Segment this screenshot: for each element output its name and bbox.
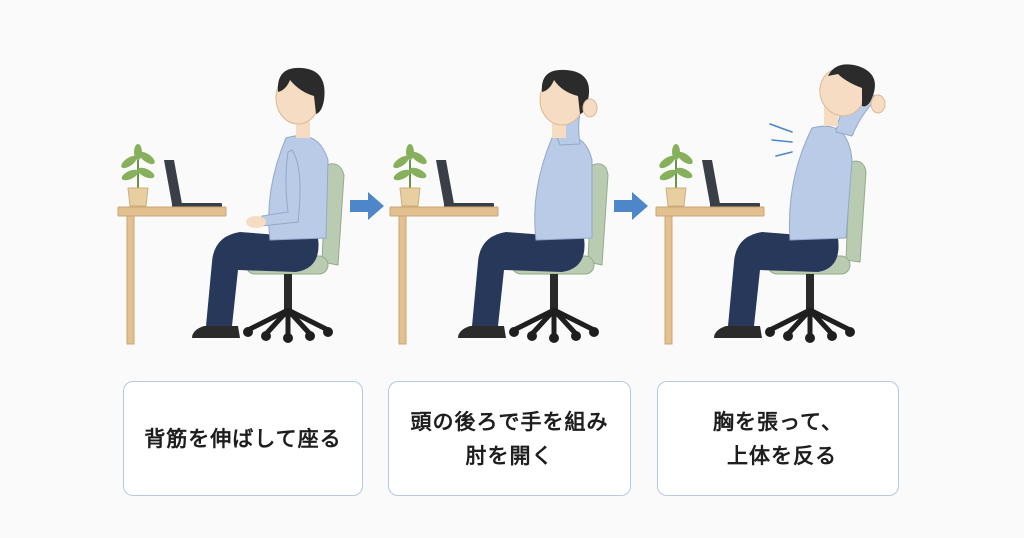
step-3-caption-line: 胸を張って、 (713, 409, 843, 434)
step-1-caption-line: 背筋を伸ばして座る (144, 426, 342, 451)
step-2-caption-line: 肘を開く (465, 443, 554, 468)
step-3-caption: 胸を張って、 上体を反る (657, 381, 899, 496)
arrow-right-icon (350, 192, 384, 220)
scene-1 (117, 67, 345, 344)
motion-lines-icon (769, 123, 793, 157)
step-2-caption: 頭の後ろで手を組み 肘を開く (388, 381, 631, 496)
illustration-scene (117, 64, 886, 380)
person-icon (192, 67, 329, 338)
arrow-right-icon (614, 192, 648, 220)
person-icon (458, 69, 598, 338)
step-2-caption-line: 頭の後ろで手を組み (410, 409, 609, 434)
scene-2 (389, 69, 609, 344)
scene-3 (655, 64, 886, 344)
step-3-caption-line: 上体を反る (727, 443, 837, 468)
step-1-caption: 背筋を伸ばして座る (123, 381, 363, 496)
person-icon (714, 64, 886, 338)
